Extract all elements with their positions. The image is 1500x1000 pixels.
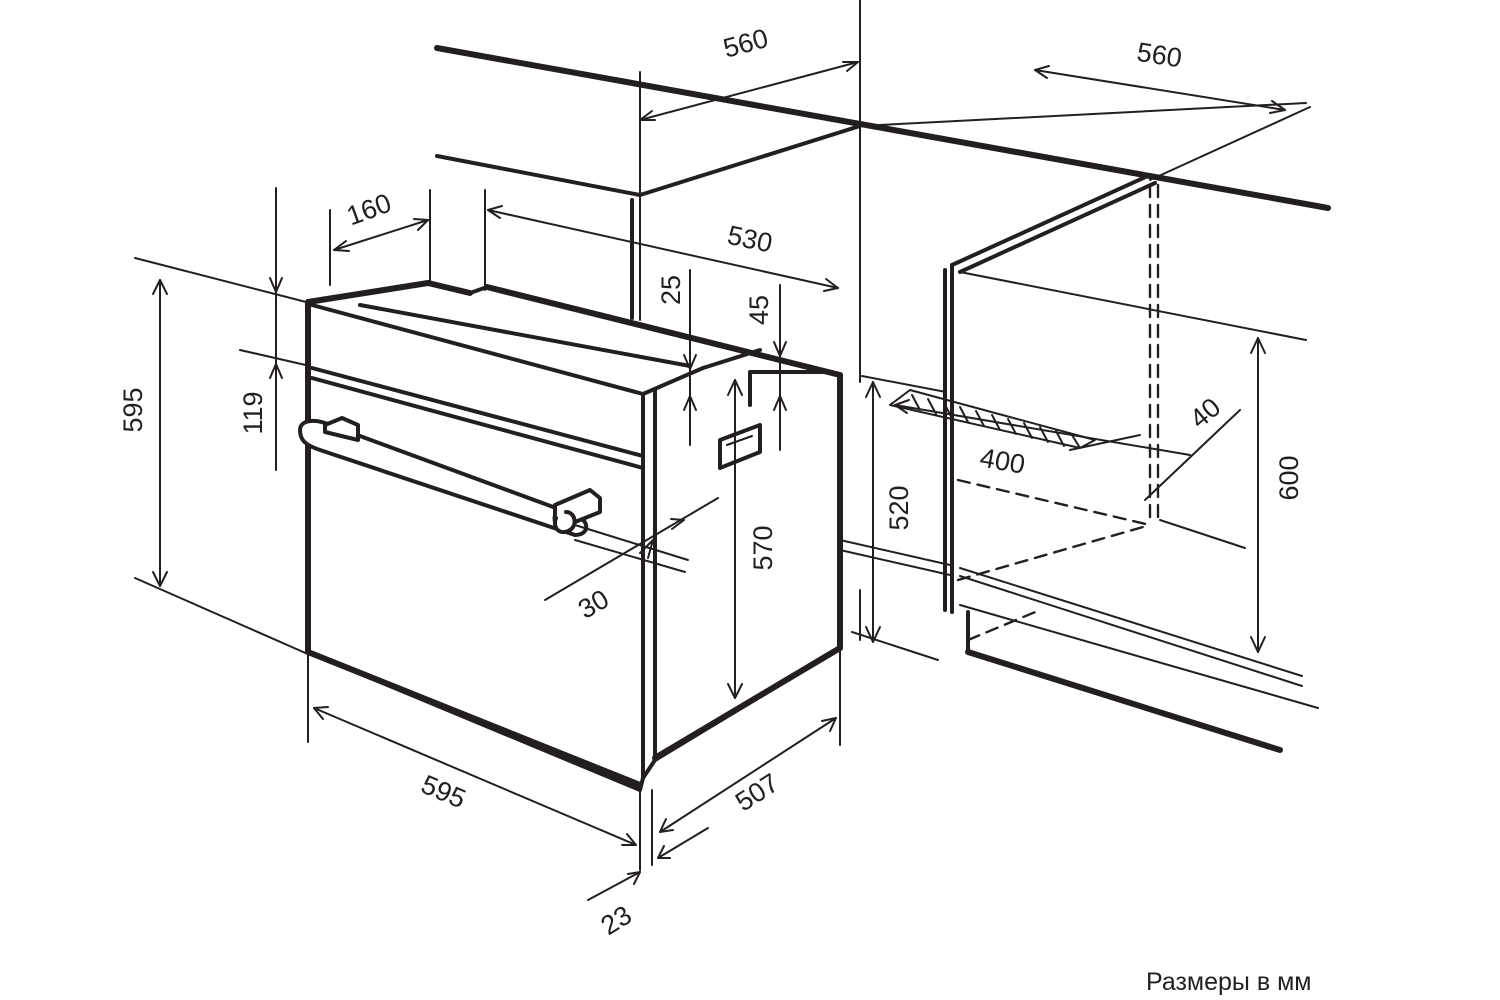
- niche-floor-hidden-side: [956, 523, 1152, 582]
- dim-label-niche-width-top: 560: [720, 23, 771, 64]
- dim-label-door-thickness: 23: [596, 900, 637, 941]
- side-mount-slot: [718, 423, 762, 470]
- dim-label-top-offset: 160: [343, 188, 396, 232]
- niche-back-top: [859, 102, 1307, 127]
- oven-top-notch: [425, 280, 473, 296]
- floor-line-left-a: [839, 539, 951, 566]
- cabinet-top-mid: [638, 124, 862, 197]
- niche-floor-right: [1159, 519, 1246, 549]
- panel-side-top-b: [701, 348, 762, 370]
- units-caption: Размеры в мм: [1146, 968, 1312, 996]
- dim-label-height-total: 595: [118, 387, 148, 432]
- countertop-line: [434, 45, 1331, 211]
- oven-front-bottom-edge: [305, 649, 643, 788]
- dim-label-front-width: 595: [417, 769, 470, 814]
- dim-label-top-depth: 530: [725, 220, 775, 259]
- dim-label-niche-width-right: 560: [1135, 37, 1184, 74]
- plinth-hidden: [966, 608, 1042, 642]
- vent-slot-hatch: [889, 389, 1096, 449]
- plinth-top: [959, 604, 1319, 709]
- oven-bottom-side: [652, 645, 843, 761]
- door-top-edge: [310, 376, 645, 470]
- niche-floor-hidden-back: [956, 478, 1152, 527]
- niche-left-top-ledge: [861, 375, 947, 393]
- door-handle: [298, 416, 602, 537]
- floor-line-left-b: [839, 549, 951, 576]
- dimension-lines: [134, 61, 1286, 901]
- niche-ceiling: [959, 271, 1307, 341]
- dim-label-body-height: 570: [748, 525, 778, 570]
- handle-left-mount: [323, 416, 360, 442]
- oven-top-right: [484, 284, 843, 378]
- control-panel-top: [310, 303, 645, 396]
- handle-bar: [298, 418, 589, 537]
- dim-label-vent-depth: 400: [978, 442, 1028, 479]
- control-panel-bottom: [310, 366, 645, 458]
- floor-line-left: [851, 631, 939, 661]
- cabinet-lines: [434, 0, 1331, 753]
- handle-end-cap: [553, 510, 577, 535]
- niche-floor-front-a: [959, 567, 1303, 677]
- floor-line-right: [965, 649, 1283, 753]
- dim-label-body-depth: 507: [730, 768, 784, 818]
- dim-label-niche-height: 600: [1274, 455, 1304, 500]
- niche-top-right: [1149, 106, 1311, 181]
- dim-label-gap-top: 25: [656, 275, 686, 305]
- niche-floor-front-b: [959, 575, 1303, 687]
- rear-mount-step: [748, 370, 834, 407]
- dim-label-panel-height: 119: [238, 391, 268, 434]
- vent-slot-outline: [889, 389, 1096, 449]
- oven-top-left: [305, 280, 431, 305]
- niche-top-front-inner: [958, 181, 1157, 274]
- niche-top-front: [950, 173, 1152, 267]
- top-surface-line: [358, 303, 692, 368]
- dim-label-plinth-height: 520: [884, 485, 914, 530]
- cabinet-top-left: [435, 154, 642, 197]
- dim-label-gap-side: 45: [744, 295, 774, 325]
- panel-side-top: [641, 366, 705, 396]
